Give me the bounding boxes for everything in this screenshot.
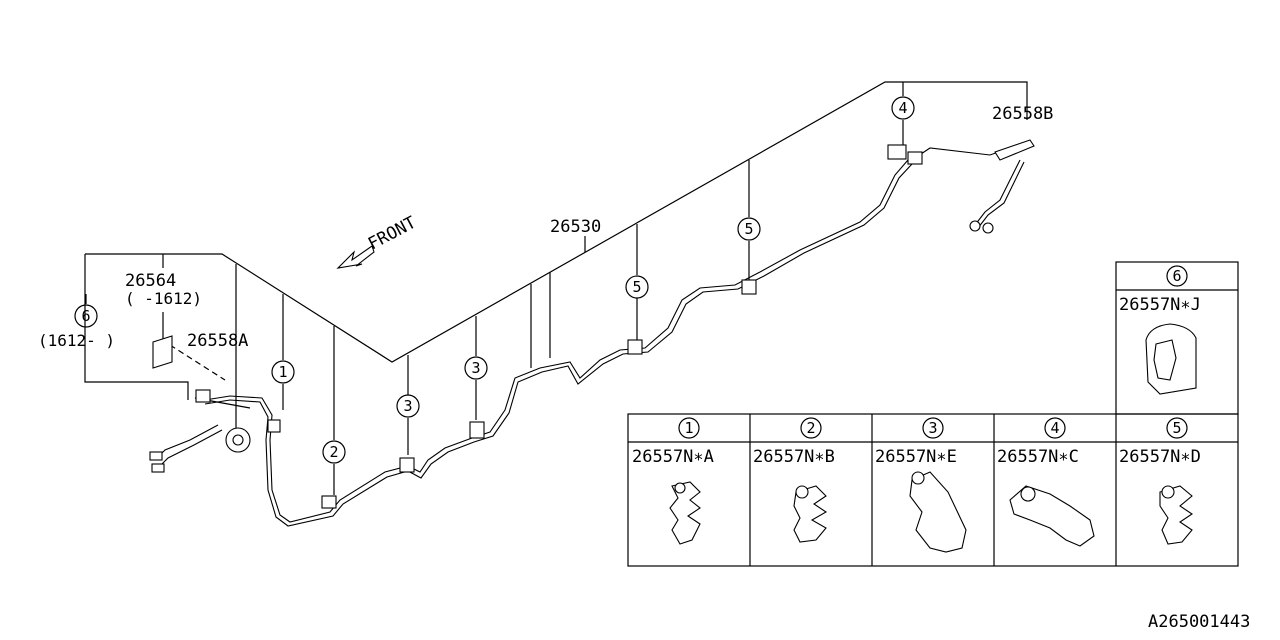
callout-3b-circle — [464, 356, 488, 380]
callout-5a-circle — [625, 275, 649, 299]
legend-2-circle — [800, 417, 822, 439]
callout-1: 1 — [278, 363, 287, 381]
callout-2: 2 — [329, 443, 338, 461]
clip-on-line-5a — [627, 339, 643, 355]
clip-on-line-1 — [267, 419, 281, 433]
callout-2-circle — [322, 440, 346, 464]
label-26564-note: ( -1612) — [125, 289, 202, 308]
front-arrow: FRONT — [336, 213, 420, 269]
callout-5b-circle — [737, 217, 761, 241]
callout-3a-circle — [396, 394, 420, 418]
brake-tube — [154, 147, 1025, 527]
leader-lines — [84, 81, 1028, 495]
legend-3-part: 26557N∗E — [875, 447, 957, 467]
legend-5-circle — [1166, 417, 1188, 439]
clip-on-line-4 — [887, 144, 907, 160]
callout-6-circle — [74, 304, 98, 328]
clip-on-line-4b — [907, 151, 923, 165]
clip-drawing-3 — [909, 471, 967, 553]
clip-drawing-4 — [1009, 485, 1095, 547]
hose-26558a-block — [195, 389, 211, 403]
callout-4-circle — [891, 96, 915, 120]
legend-2-num: 2 — [806, 419, 815, 437]
front-arrow-icon — [336, 245, 375, 269]
legend-3-circle — [922, 417, 944, 439]
clip-drawing-2 — [793, 485, 828, 543]
legend-5-num: 5 — [1172, 419, 1181, 437]
legend-1-part: 26557N∗A — [632, 447, 714, 467]
front-label: FRONT — [365, 213, 420, 255]
legend-4-num: 4 — [1050, 419, 1059, 437]
legend-2-part: 26557N∗B — [753, 447, 835, 467]
legend-6-part: 26557N∗J — [1119, 295, 1201, 315]
label-26558b: 26558B — [992, 104, 1053, 124]
fitting-rear — [969, 220, 981, 232]
callout-5b: 5 — [744, 220, 753, 238]
callout-4: 4 — [898, 99, 907, 117]
assembly-parts — [149, 139, 1035, 509]
hose-26558b — [994, 139, 1035, 161]
callout-3a: 3 — [403, 397, 412, 415]
clip-drawing-5 — [1159, 485, 1193, 545]
legend-1-num: 1 — [684, 419, 693, 437]
fitting-rear-2 — [982, 222, 994, 234]
label-26564: 26564 — [125, 271, 176, 291]
callout-3b: 3 — [471, 359, 480, 377]
label-26558a: 26558A — [187, 331, 248, 351]
legend-3-num: 3 — [928, 419, 937, 437]
clip-drawing-6 — [1145, 323, 1197, 395]
legend-4-circle — [1044, 417, 1066, 439]
legend-6-num: 6 — [1172, 267, 1181, 285]
label-alt-note: (1612- ) — [38, 331, 115, 350]
clip-drawing-1 — [669, 481, 701, 545]
legend-5-part: 26557N∗D — [1119, 447, 1201, 467]
connector-left-1 — [149, 451, 163, 461]
clip-on-line-3b — [469, 421, 485, 439]
caliper-fitting-inner — [232, 434, 244, 446]
callout-5a: 5 — [632, 278, 641, 296]
clip-on-line-5b — [741, 279, 757, 295]
clip-on-line-2 — [321, 495, 337, 509]
bracket-26564 — [152, 335, 173, 369]
callouts: 1 2 3 3 5 5 4 6 — [74, 96, 915, 464]
label-diagram-id: A265001443 — [1148, 612, 1250, 632]
legend-6-circle — [1166, 265, 1188, 287]
callout-1-circle — [271, 360, 295, 384]
legend-1-circle — [678, 417, 700, 439]
connector-left-2 — [151, 463, 165, 473]
callout-6: 6 — [81, 307, 90, 325]
clip-on-line-3a — [399, 457, 415, 473]
legend-4-part: 26557N∗C — [997, 447, 1079, 467]
clip-legend-table: 1 26557N∗A 2 26557N∗B 3 26557N∗E 4 26557… — [627, 261, 1239, 567]
part-labels: 26530 26558B 26564 ( -1612) 26558A (1612… — [38, 104, 1250, 632]
label-26530: 26530 — [550, 217, 601, 237]
